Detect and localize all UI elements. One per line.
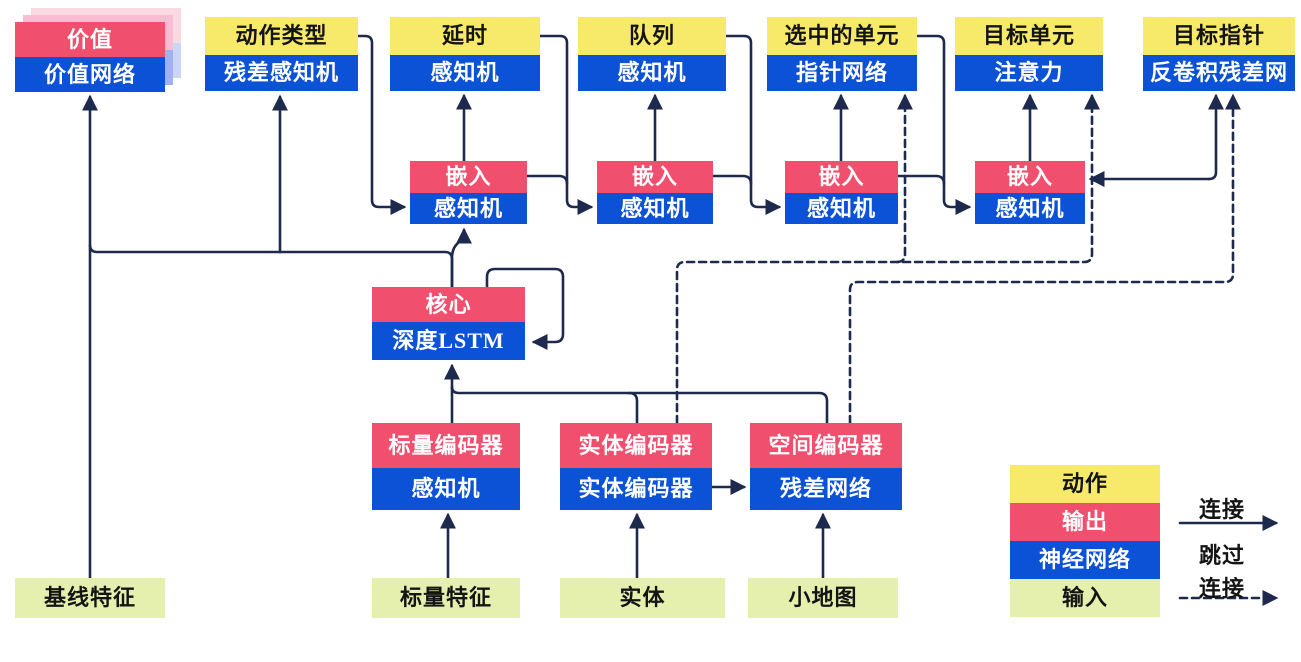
embed-1-net-label: 感知机	[410, 193, 527, 224]
edge-core-to-embed1	[450, 227, 473, 291]
node-target-unit: 目标单元 注意力	[955, 17, 1103, 91]
scalar-features-label: 标量特征	[372, 578, 520, 618]
legend-action-label: 动作	[1010, 465, 1160, 503]
legend-network-label: 神经网络	[1010, 541, 1160, 579]
legend-output-label: 输出	[1010, 503, 1160, 541]
scalar-encoder-net-label: 感知机	[372, 468, 520, 510]
node-scalar-features: 标量特征	[372, 578, 520, 618]
node-spatial-encoder: 空间编码器 残差网络	[750, 423, 902, 510]
node-delay: 延时 感知机	[390, 17, 540, 91]
node-embed-2: 嵌入 感知机	[597, 161, 713, 224]
queue-label: 队列	[578, 17, 726, 55]
queue-net-label: 感知机	[578, 55, 726, 91]
skip-connectors	[675, 93, 1279, 607]
minimap-label: 小地图	[748, 578, 898, 618]
scalar-encoder-label: 标量编码器	[372, 423, 520, 468]
delay-net-label: 感知机	[390, 55, 540, 91]
node-target-point: 目标指针 反卷积残差网	[1143, 17, 1295, 91]
edge-delay-to-embed2	[538, 34, 594, 216]
legend-skip-connection-label-line2: 连接	[1198, 576, 1245, 601]
core-label: 核心	[372, 287, 525, 322]
spatial-encoder-net-label: 残差网络	[750, 468, 902, 510]
edge-core-branch-left	[88, 243, 454, 291]
value-network-label: 价值网络	[15, 57, 165, 92]
node-embed-3: 嵌入 感知机	[785, 161, 898, 224]
skip-spatial-to-targetpoint	[848, 93, 1242, 425]
node-minimap: 小地图	[748, 578, 898, 618]
edge-elbow-to-targetpoint	[1207, 93, 1225, 181]
node-baseline-features: 基线特征	[15, 578, 165, 618]
skip-branch-to-selected	[895, 93, 914, 264]
action-type-net-label: 残差感知机	[205, 55, 358, 91]
entity-encoder-net-label: 实体编码器	[560, 468, 712, 510]
embed-3-net-label: 感知机	[785, 193, 898, 224]
node-entity-encoder: 实体编码器 实体编码器	[560, 423, 712, 510]
spatial-encoder-label: 空间编码器	[750, 423, 902, 468]
core-net-label: 深度LSTM	[372, 322, 525, 360]
node-queue: 队列 感知机	[578, 17, 726, 91]
legend-solid-connection-label: 连接	[1198, 497, 1245, 522]
legend-skip-connection-label-line1: 跳过	[1198, 543, 1245, 568]
node-core: 核心 深度LSTM	[372, 287, 525, 360]
skip-entity-to-targetunit	[675, 93, 1101, 425]
node-embed-1: 嵌入 感知机	[410, 161, 527, 224]
selected-units-net-label: 指针网络	[767, 55, 917, 91]
edge-embed1-feeder	[525, 174, 569, 186]
node-action-type: 动作类型 残差感知机	[205, 17, 358, 91]
target-unit-net-label: 注意力	[955, 55, 1103, 91]
target-unit-label: 目标单元	[955, 17, 1103, 55]
embed-4-label: 嵌入	[975, 161, 1085, 193]
legend-color-key: 动作 输出 神经网络 输入	[1010, 465, 1160, 617]
action-type-label: 动作类型	[205, 17, 358, 55]
target-point-net-label: 反卷积残差网	[1143, 55, 1295, 91]
entity-encoder-label: 实体编码器	[560, 423, 712, 468]
legend-input-label: 输入	[1010, 579, 1160, 617]
target-point-label: 目标指针	[1143, 17, 1295, 55]
node-scalar-encoder: 标量编码器 感知机	[372, 423, 520, 510]
baseline-features-label: 基线特征	[15, 578, 165, 618]
embed-3-label: 嵌入	[785, 161, 898, 193]
edge-queue-to-embed3	[724, 34, 782, 216]
edge-selected-to-embed4	[915, 34, 972, 216]
node-selected-units: 选中的单元 指针网络	[767, 17, 917, 91]
embed-2-label: 嵌入	[597, 161, 713, 193]
node-embed-4: 嵌入 感知机	[975, 161, 1085, 224]
solid-connectors	[81, 34, 1279, 580]
edge-actiontype-to-embed1	[356, 34, 407, 216]
selected-units-label: 选中的单元	[767, 17, 917, 55]
node-entities: 实体	[560, 578, 725, 618]
embed-2-net-label: 感知机	[597, 193, 713, 224]
edge-core-self-loop	[485, 267, 565, 351]
entities-label: 实体	[560, 578, 725, 618]
node-value: 价值 价值网络	[15, 22, 165, 92]
delay-label: 延时	[390, 17, 540, 55]
edge-entity-to-core	[627, 391, 639, 425]
edge-embed3-feeder	[896, 174, 946, 186]
edge-spatial-to-core	[450, 385, 829, 425]
embed-4-net-label: 感知机	[975, 193, 1085, 224]
embed-1-label: 嵌入	[410, 161, 527, 193]
value-output-label: 价值	[15, 22, 165, 57]
edge-embed2-feeder	[711, 174, 753, 186]
